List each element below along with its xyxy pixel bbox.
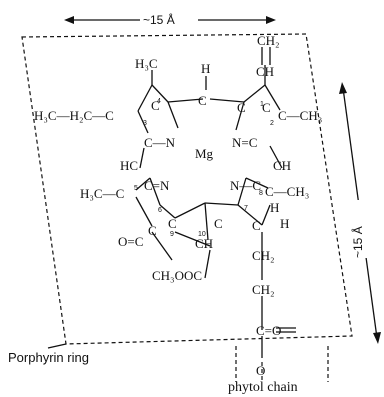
pos-number-5: 5 (134, 185, 138, 192)
pos-number-1: 1 (260, 101, 264, 108)
atom-h-r4b: H (270, 200, 279, 215)
atom-ch-right: CH (273, 158, 291, 173)
pos-number-7: 7 (244, 205, 248, 212)
atom-c-methine: C (198, 93, 207, 108)
pos-number-10: 10 (198, 231, 206, 238)
atom-c-n-left: C—N (144, 135, 176, 150)
pos-number-2: 2 (270, 120, 274, 127)
atom-ch3-left: H₃C—C (80, 186, 124, 201)
molecule-boundary (21, 33, 353, 345)
phytol-chain-label: phytol chain (228, 380, 298, 395)
atom-c-n-lower-left: C=N (144, 178, 170, 193)
atom-ethyl: H₃C—H₂C—C (34, 108, 114, 123)
pos-number-4: 4 (157, 98, 161, 105)
atom-c-ring4b: C (214, 216, 223, 231)
atom-ch10: CH (195, 236, 213, 251)
top-arrow-left-head (64, 16, 74, 24)
atom-c-ring2: C (237, 100, 246, 115)
atom-ch3-right: C—CH₃ (278, 108, 322, 123)
atom-mg: Mg (195, 146, 214, 161)
molecule-bonds (135, 47, 296, 358)
right-arrow-top-head (339, 82, 347, 94)
atom-n-c-lower-right: N—C (230, 178, 261, 193)
atom-ester: CH₃OOC (152, 268, 202, 283)
top-dimension-label: ~15 Å (143, 12, 175, 27)
pos-number-6: 6 (158, 207, 162, 214)
atom-ch2-b: CH₂ (252, 282, 275, 297)
pos-number-3: 3 (143, 120, 147, 127)
right-dimension-label: ~15 Å (350, 226, 365, 258)
ring-label-leader (47, 343, 67, 349)
atom-c-ring1: C (151, 98, 160, 113)
atom-oxo: O=C (118, 234, 143, 249)
atom-c-ring3: C (148, 223, 157, 238)
porphyrin-ring-label: Porphyrin ring (8, 350, 89, 365)
atom-h-r4: H (280, 216, 289, 231)
atom-ch3-top: H₃C (135, 56, 158, 71)
atom-n-c-right: N=C (232, 135, 257, 150)
top-arrow-right-head (266, 16, 276, 24)
atom-ch-vinyl: CH (256, 64, 274, 79)
atom-co: C=O (256, 323, 281, 338)
atom-c-ring4: C (252, 218, 261, 233)
atom-ch2-a: CH₂ (252, 248, 275, 263)
right-arrow-bottom-head (373, 332, 381, 344)
atom-c-ring3b: C (168, 216, 177, 231)
atom-ch3-r4: C—CH₃ (265, 184, 309, 199)
pos-number-9: 9 (170, 231, 174, 238)
atom-h-top: H (201, 61, 210, 76)
atom-hc-left: HC (120, 158, 138, 173)
pos-number-8: 8 (259, 190, 263, 197)
atom-c-ring2b: C (262, 100, 271, 115)
atom-ch2-vinyl: CH₂ (257, 33, 280, 48)
atom-o: O (256, 363, 265, 378)
